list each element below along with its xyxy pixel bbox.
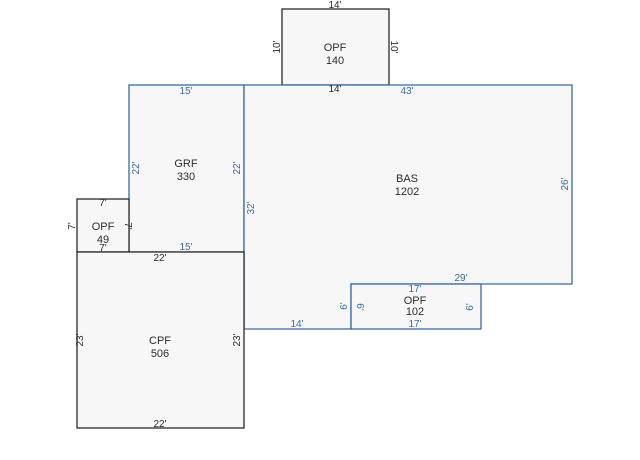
grf-room <box>128 84 245 253</box>
dim-cpf-top: 22' <box>153 253 166 264</box>
dim-bas-right: 26' <box>560 177 571 190</box>
bas-code: BAS <box>396 173 418 185</box>
dim-opf-bottom-left: 6' <box>354 303 365 311</box>
grf-code: GRF <box>174 158 198 170</box>
dim-opf-top-right: 10' <box>388 40 399 53</box>
dim-cpf-left: 23' <box>75 333 86 346</box>
dim-bas-notch-side: 6' <box>339 302 350 310</box>
dim-opf-top-bottom: 14' <box>328 84 341 95</box>
dim-bas-left: 32' <box>246 201 257 214</box>
dim-opf-left-left: 7' <box>67 222 78 230</box>
dim-opf-left-right: 7' <box>122 222 133 230</box>
opf-top-sqft: 140 <box>326 55 344 67</box>
dim-bas-bottom: 14' <box>290 319 303 330</box>
grf-sqft: 330 <box>177 171 195 183</box>
cpf-room <box>76 251 245 429</box>
opf-bottom-code: OPF <box>404 295 427 307</box>
dim-opf-bottom-top: 17' <box>408 284 421 295</box>
dim-bas-top: 43' <box>400 86 413 97</box>
dim-opf-bottom-bottom: 17' <box>408 319 421 330</box>
dim-grf-left: 22' <box>131 161 142 174</box>
dim-grf-right: 22' <box>232 161 243 174</box>
opf-top-code: OPF <box>324 42 347 54</box>
opf-left-sqft: 49 <box>97 234 109 246</box>
dim-opf-bottom-right: 6' <box>465 303 476 311</box>
dim-opf-left-top: 7' <box>99 198 107 209</box>
dim-opf-top-top: 14' <box>328 0 341 11</box>
opf-left-room <box>76 198 130 253</box>
dim-cpf-right: 23' <box>232 333 243 346</box>
dim-bas-notch: 29' <box>454 273 467 284</box>
cpf-sqft: 506 <box>151 348 169 360</box>
dim-opf-top-left: 10' <box>272 40 283 53</box>
opf-top-room <box>281 8 390 86</box>
opf-bottom-room <box>350 283 482 330</box>
opf-left-code: OPF <box>92 221 115 233</box>
dim-grf-bottom: 15' <box>179 242 192 253</box>
cpf-code: CPF <box>149 335 171 347</box>
bas-sqft: 1202 <box>395 186 419 198</box>
dim-opf-left-bottom: 7' <box>99 243 107 254</box>
dim-cpf-bottom: 22' <box>153 419 166 430</box>
opf-bottom-sqft: 102 <box>406 306 424 318</box>
dim-grf-top: 15' <box>179 86 192 97</box>
